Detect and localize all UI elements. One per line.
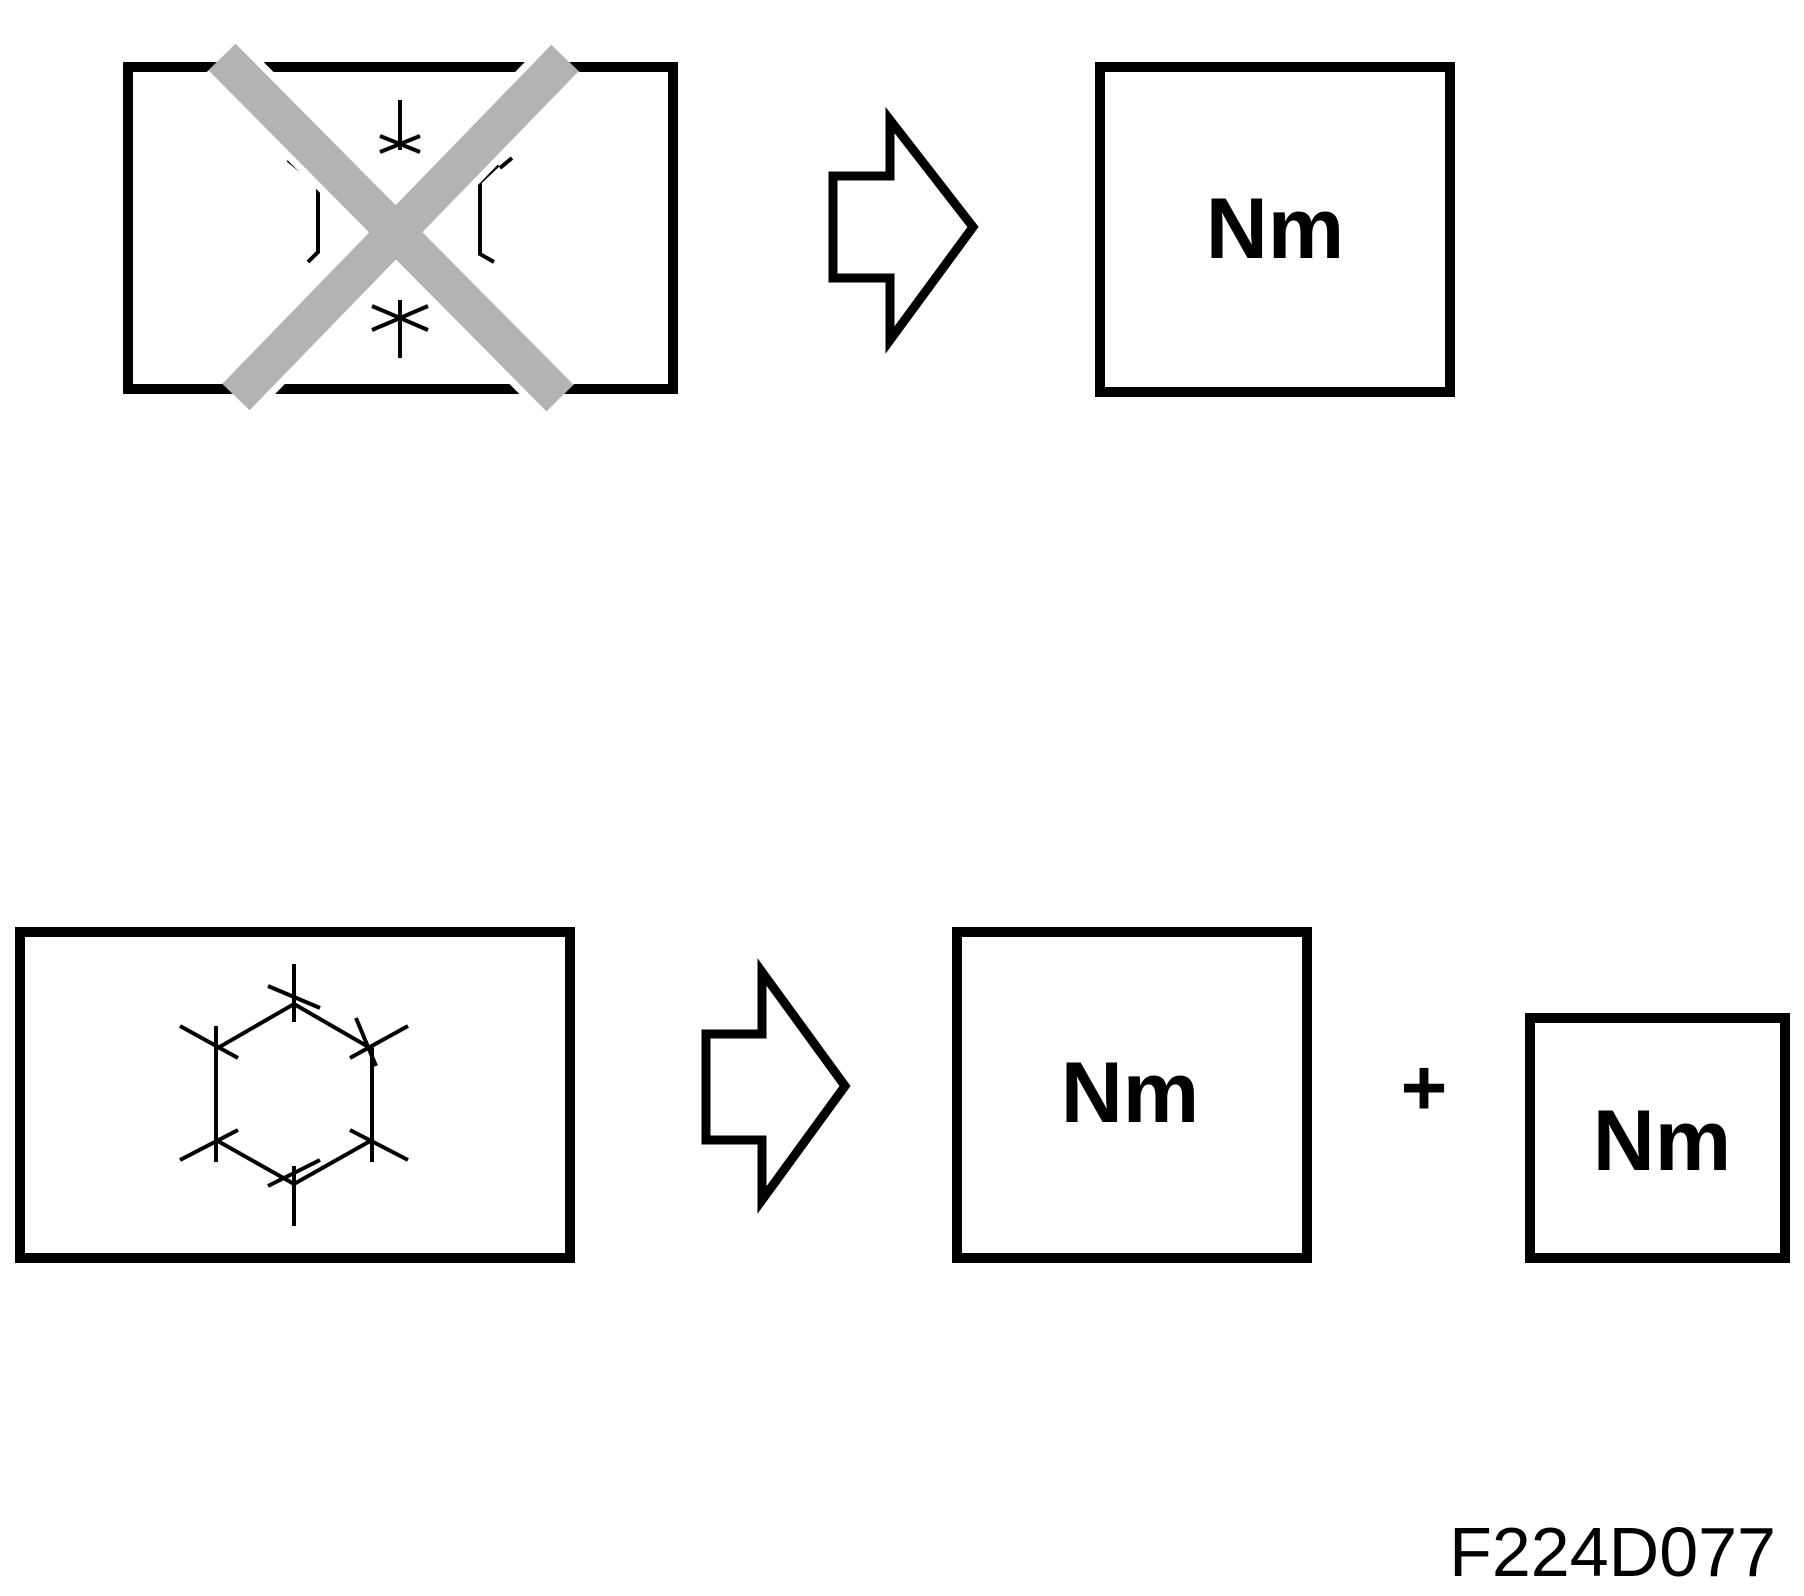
result-box-bottom-2 bbox=[1525, 1013, 1790, 1263]
torque-unit-label-bottom-2: Nm bbox=[1593, 1093, 1732, 1189]
figure-code: F224D077 bbox=[1449, 1513, 1776, 1591]
torque-unit-label-top: Nm bbox=[1206, 181, 1345, 277]
crossed-out-bolt-pattern-box bbox=[123, 38, 678, 417]
cross-out-x-icon bbox=[203, 38, 584, 417]
bottom-row: Nm + Nm bbox=[15, 927, 1790, 1263]
hex-bolt-pattern-box bbox=[15, 927, 575, 1263]
bolt-marks bbox=[179, 964, 409, 1226]
top-row: Nm bbox=[123, 38, 1455, 417]
torque-unit-label-bottom-1: Nm bbox=[1061, 1045, 1200, 1141]
plus-sign: + bbox=[1401, 1043, 1448, 1132]
right-arrow-icon-bottom bbox=[701, 958, 851, 1214]
result-box-bottom-1 bbox=[952, 927, 1312, 1263]
result-box-top bbox=[1095, 62, 1455, 397]
right-arrow-icon-top bbox=[828, 106, 979, 354]
